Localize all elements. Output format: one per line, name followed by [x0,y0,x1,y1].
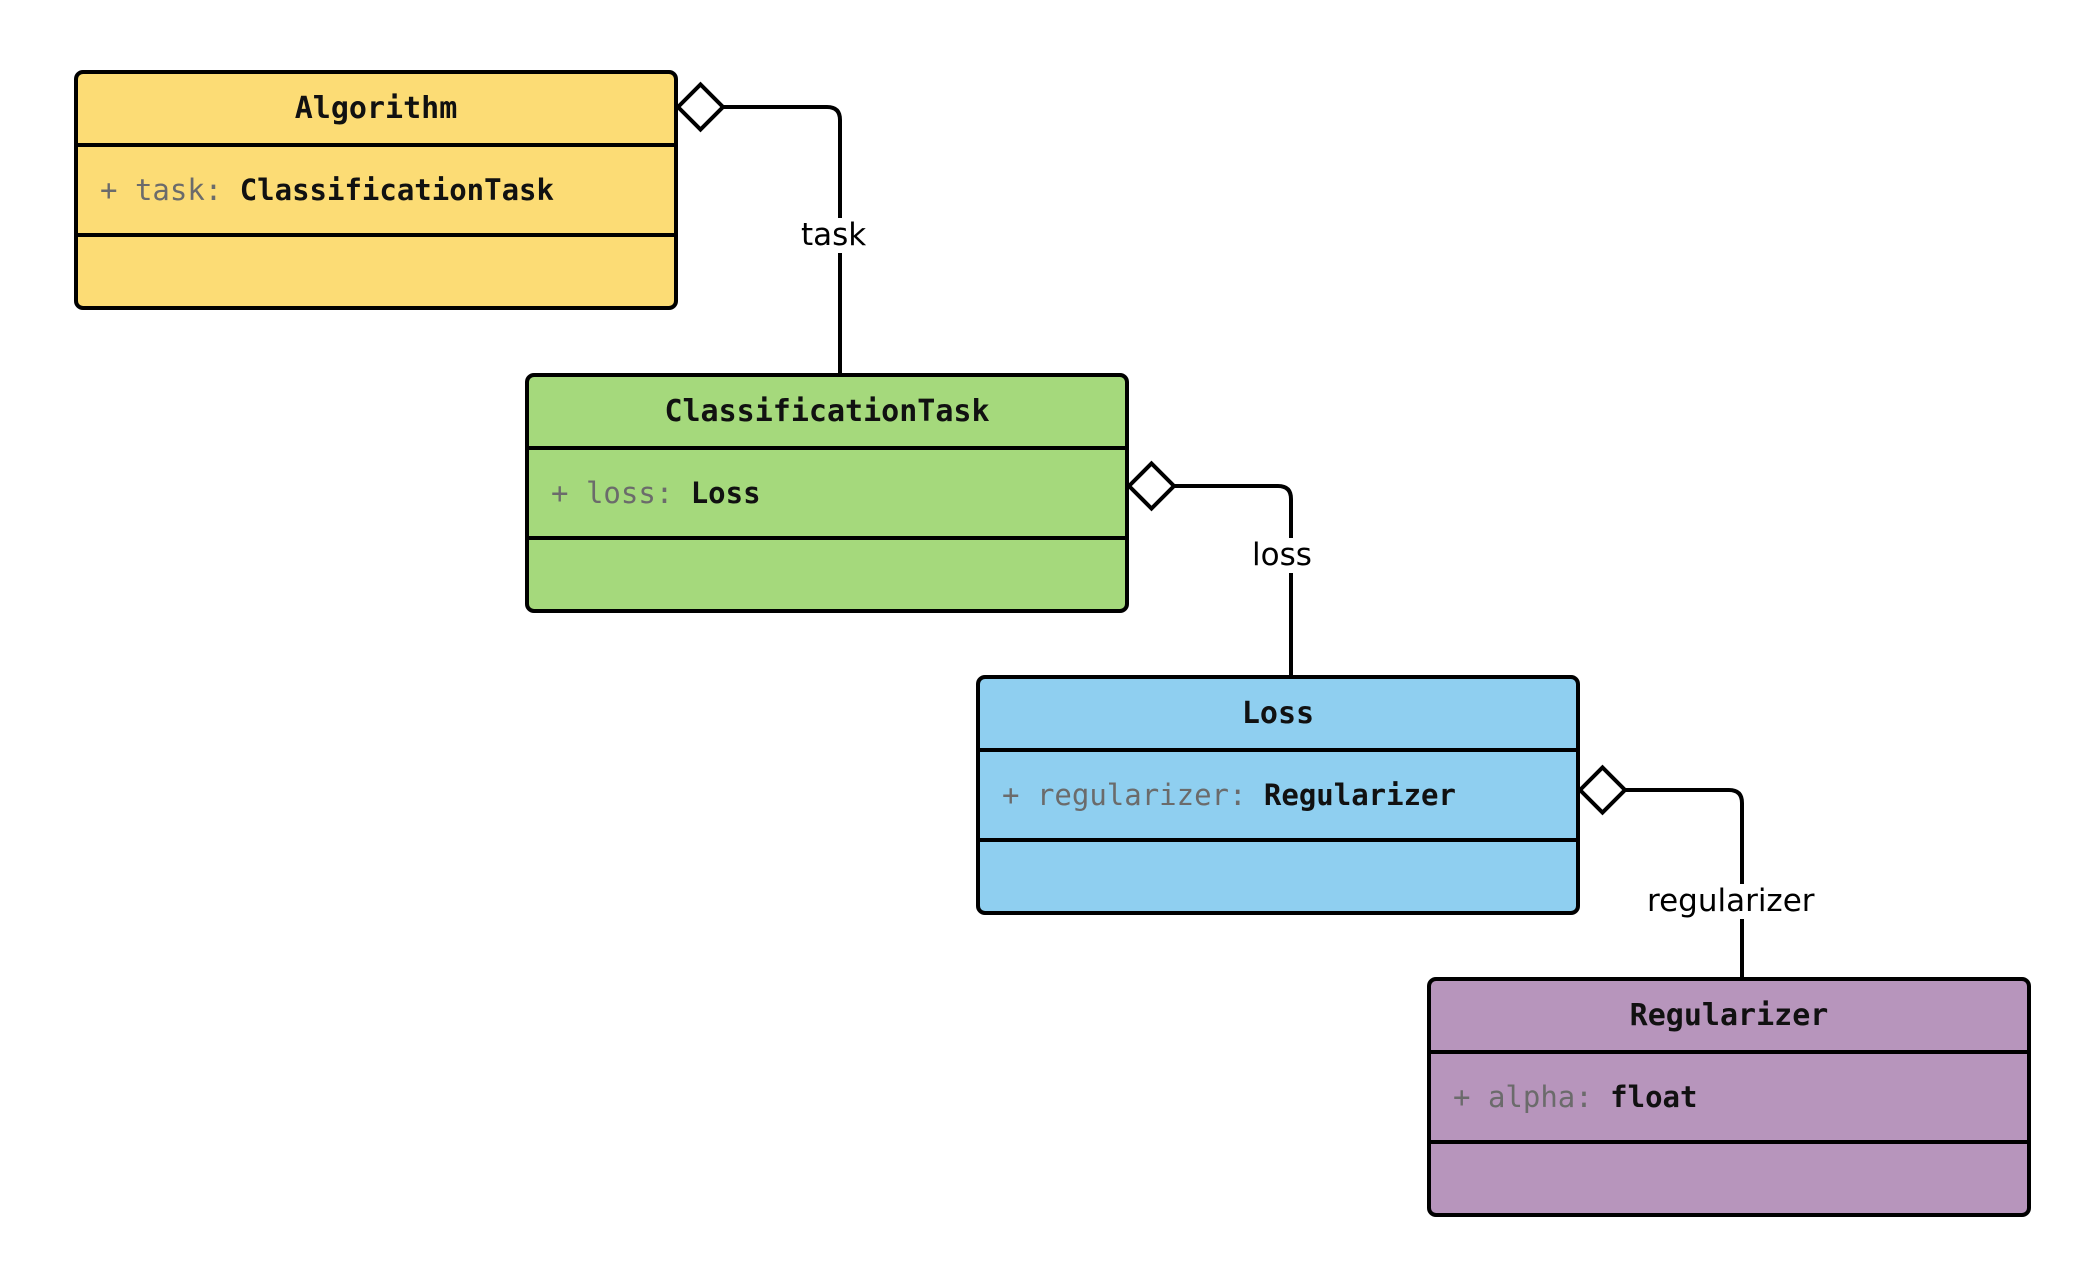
uml-class-loss[interactable]: Loss + regularizer: Regularizer [976,675,1580,915]
class-methods-regularizer [1431,1144,2027,1213]
attribute-separator: : [1575,1080,1611,1114]
attribute-name: alpha [1487,1080,1576,1114]
class-title-classification-task: ClassificationTask [529,377,1125,450]
class-methods-loss [980,842,1576,911]
attribute-visibility: + [551,476,569,510]
class-attribute-row: + alpha: float [1453,1080,2005,1114]
uml-class-classification-task[interactable]: ClassificationTask + loss: Loss [525,373,1129,613]
class-methods-algorithm [78,237,674,306]
class-attributes-loss: + regularizer: Regularizer [980,752,1576,842]
attribute-type: ClassificationTask [239,173,554,207]
attribute-visibility: + [100,173,118,207]
aggregation-diamond-icon-algorithm-task [675,81,726,133]
class-title-regularizer: Regularizer [1431,981,2027,1054]
relationship-line-classificationtask-loss [1174,484,1293,675]
class-title-algorithm: Algorithm [78,74,674,147]
attribute-separator: : [204,173,240,207]
attribute-type: Regularizer [1263,778,1456,812]
attribute-name: regularizer [1036,778,1229,812]
aggregation-diamond-icon-loss-regularizer [1577,764,1628,816]
relationship-label-loss-regularizer: regularizer [1646,883,1816,919]
uml-class-algorithm[interactable]: Algorithm + task: ClassificationTask [74,70,678,310]
class-attributes-algorithm: + task: ClassificationTask [78,147,674,237]
class-attributes-regularizer: + alpha: float [1431,1054,2027,1144]
class-methods-classification-task [529,540,1125,609]
class-title-loss: Loss [980,679,1576,752]
attribute-name: task [134,173,205,207]
attribute-visibility: + [1002,778,1020,812]
class-attribute-row: + loss: Loss [551,476,1103,510]
attribute-type: Loss [690,476,761,510]
uml-class-regularizer[interactable]: Regularizer + alpha: float [1427,977,2031,1217]
attribute-type: float [1610,1080,1698,1114]
class-attribute-row: + regularizer: Regularizer [1002,778,1554,812]
relationship-label-algorithm-task: task [800,217,868,253]
attribute-separator: : [655,476,691,510]
attribute-visibility: + [1453,1080,1471,1114]
attribute-separator: : [1229,778,1264,812]
relationship-label-classificationtask-loss: loss [1251,537,1313,573]
attribute-name: loss [585,476,656,510]
class-attributes-classification-task: + loss: Loss [529,450,1125,540]
class-attribute-row: + task: ClassificationTask [100,173,652,207]
aggregation-diamond-icon-classificationtask-loss [1126,460,1177,512]
